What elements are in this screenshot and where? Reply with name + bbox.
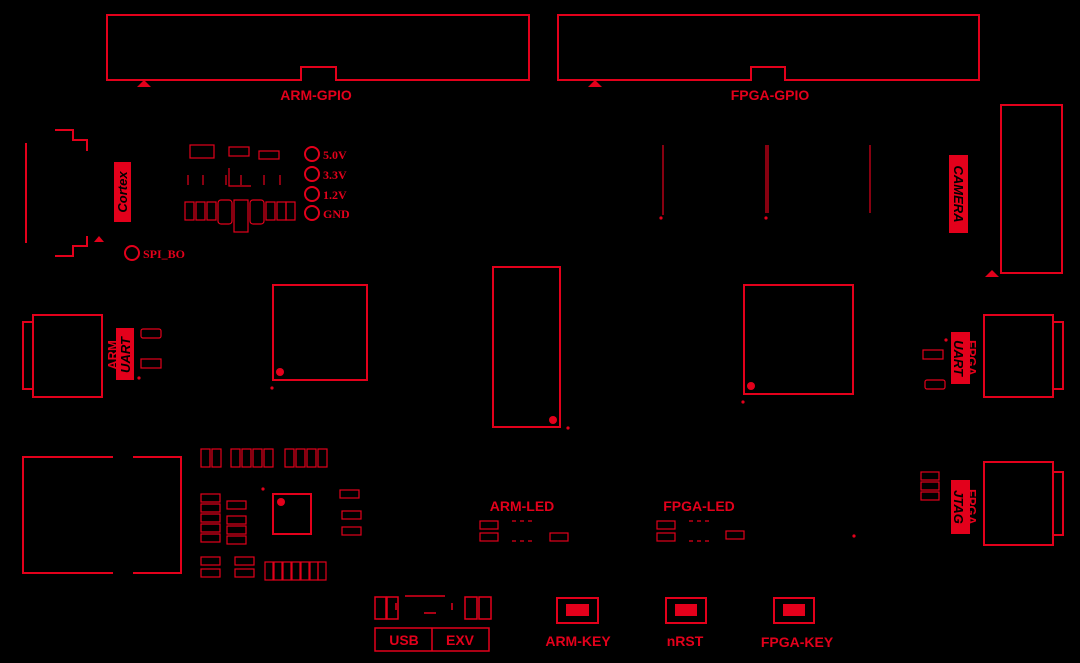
sdram-chip <box>492 266 561 428</box>
fpga-uart-connector <box>983 314 1064 398</box>
arm-gpio-label: ARM-GPIO <box>280 87 352 103</box>
testpoint-5v-pad <box>304 146 320 162</box>
cortex-connector <box>25 129 88 257</box>
power-passives <box>184 144 296 233</box>
camera-label: CAMERA <box>951 165 966 222</box>
testpoint-1v2-label: 1.2V <box>323 188 347 202</box>
fpga-gpio-label: FPGA-GPIO <box>731 87 810 103</box>
testpoint-3v3-pad <box>304 166 320 182</box>
fpga-gpio-header <box>557 14 980 81</box>
testpoint-3v3-label: 3.3V <box>323 168 347 182</box>
fpga-uart-top-label: FPGA <box>964 340 979 377</box>
arm-uart-top-label: ARM <box>105 340 120 370</box>
fpga-jtag-connector <box>983 461 1064 546</box>
arm-gpio-header <box>106 14 530 81</box>
arm-key-label: ARM-KEY <box>545 633 611 649</box>
fpga-uart-tag-label: UART <box>951 340 966 377</box>
usb-power-label: USB <box>389 632 419 648</box>
fpga-key-button <box>773 597 815 624</box>
usb-controller-chip <box>272 493 312 535</box>
arm-uart-connector <box>22 314 103 398</box>
arm-uart-tag-label: UART <box>118 336 133 373</box>
arm-led-label: ARM-LED <box>490 498 555 514</box>
testpoint-gnd-pad <box>304 205 320 221</box>
spi-boot-label: SPI_BO <box>143 247 185 261</box>
fpga-chip <box>743 284 854 395</box>
camera-connector <box>1000 104 1063 274</box>
fpga-led-label: FPGA-LED <box>663 498 735 514</box>
nrst-key-label: nRST <box>667 633 704 649</box>
spi-boot-pad <box>124 245 140 261</box>
fpga-jtag-top-label: FPGA <box>964 489 979 526</box>
fpga-key-label: FPGA-KEY <box>761 634 834 650</box>
arm-key-button <box>556 597 599 624</box>
usb-passives <box>200 448 362 581</box>
testpoint-5v-label: 5.0V <box>323 148 347 162</box>
testpoint-gnd-label: GND <box>323 207 350 221</box>
cortex-label: Cortex <box>115 171 130 213</box>
sd-card-socket <box>22 456 182 574</box>
exv-power-label: EXV <box>446 632 475 648</box>
power-switch <box>374 595 492 620</box>
arm-mcu-chip <box>272 284 368 381</box>
nrst-key-button <box>665 597 707 624</box>
fpga-jtag-tag-label: JTAG <box>951 490 966 524</box>
testpoint-1v2-pad <box>304 186 320 202</box>
